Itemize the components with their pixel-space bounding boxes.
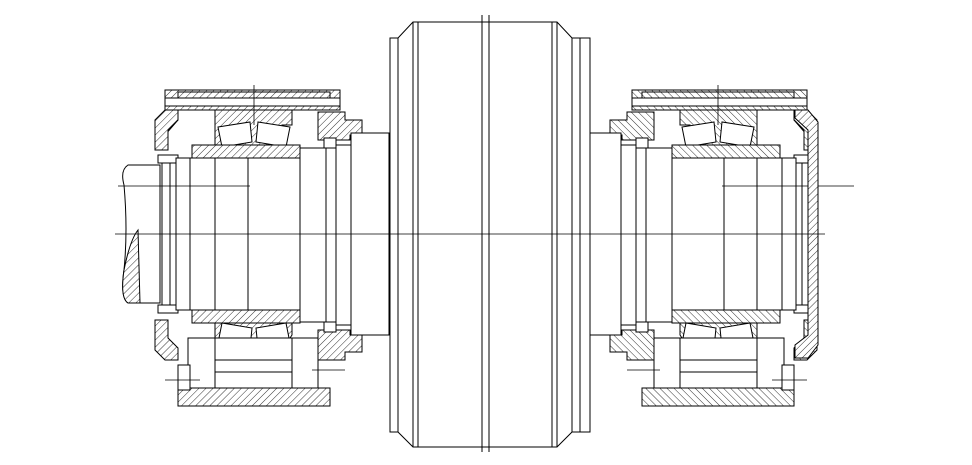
central-roller	[389, 15, 591, 452]
shaft-break-section	[122, 228, 141, 304]
right-end-cap	[794, 109, 819, 359]
